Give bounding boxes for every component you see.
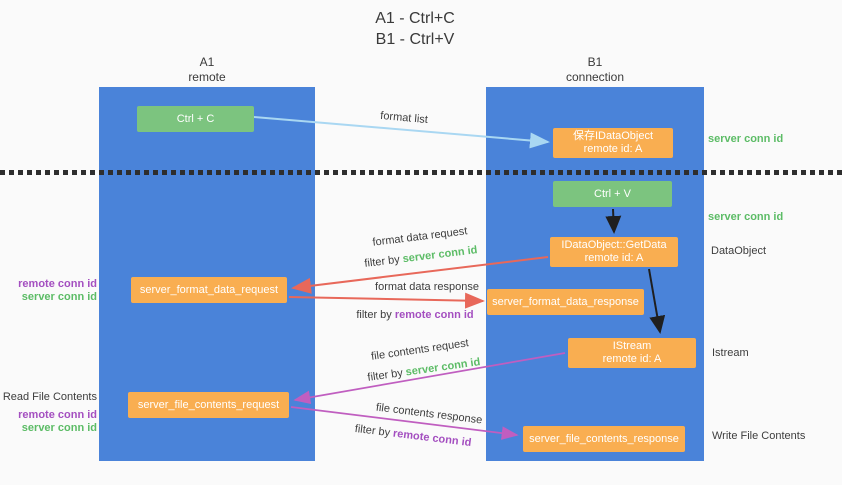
save-idataobject-box: 保存IDataObject remote id: A [553,128,673,158]
format-data-request-arrow [291,256,549,294]
format-data-response-label: format data response [375,281,479,293]
idataobject-getdata-box: IDataObject::GetData remote id: A [550,237,678,267]
remote-conn-id-text: remote conn id [394,309,474,321]
server-format-data-request-label: server_format_data_request [139,283,279,296]
write-file-contents-annotation: Write File Contents [712,430,806,442]
server-format-data-response-label: server_format_data_response [492,295,639,308]
column-b1-name: B1 [587,55,603,69]
format-list-arrow [253,116,550,149]
ctrl-v-box: Ctrl + V [553,181,672,207]
title-line-a1: A1 - Ctrl+C [375,10,455,27]
istream-line1: IStream [612,340,652,352]
istream-annotation: Istream [712,347,749,359]
server-file-contents-response-label: server_file_contents_response [529,432,679,445]
format-data-response-arrow [288,292,485,309]
save-idataobject-line2: remote id: A [583,143,643,155]
getdata-to-istream-arrow [648,268,666,334]
ctrlv-to-getdata-arrow [605,208,622,234]
server-conn-id-annotation-mid: server conn id [708,211,784,223]
section-divider-dotted-line [0,170,842,175]
column-header-a1: A1 remote [157,55,257,85]
getdata-line1: IDataObject::GetData [561,239,667,251]
filter-by-text: filter by [356,309,392,321]
server-file-contents-response-box: server_file_contents_response [523,426,685,452]
server-file-contents-request-box: server_file_contents_request [128,392,289,418]
ctrl-v-label: Ctrl + V [594,187,631,200]
dataobject-annotation: DataObject [711,245,767,257]
conn-id-annotation-file: remote conn id server conn id [18,409,97,435]
title-line-b1: B1 - Ctrl+V [375,31,455,48]
remote-conn-id-text: remote conn id [18,409,97,421]
save-idataobject-line1: 保存IDataObject [572,130,654,142]
getdata-line2: remote id: A [584,252,644,264]
read-file-contents-annotation: Read File Contents [2,391,97,403]
file-contents-request-arrow [293,352,566,405]
server-conn-id-text: server conn id [21,291,97,303]
column-header-b1: B1 connection [545,55,645,85]
istream-line2: remote id: A [602,353,662,365]
column-a1-name: A1 [199,55,215,69]
file-contents-response-arrow [290,406,519,440]
server-file-contents-request-label: server_file_contents_request [137,398,280,411]
diagram-title: A1 - Ctrl+C B1 - Ctrl+V [300,8,530,50]
server-format-data-request-box: server_format_data_request [131,277,287,303]
istream-box: IStream remote id: A [568,338,696,368]
column-b1-subtitle: connection [565,70,625,84]
server-format-data-response-box: server_format_data_response [487,289,644,315]
remote-conn-id-text: remote conn id [18,278,97,290]
ctrl-c-label: Ctrl + C [176,112,215,125]
ctrl-c-box: Ctrl + C [137,106,254,132]
conn-id-annotation-format: remote conn id server conn id [18,278,97,304]
server-conn-id-annotation-top: server conn id [708,133,784,145]
column-a1-subtitle: remote [188,70,226,84]
server-conn-id-text: server conn id [21,422,97,434]
